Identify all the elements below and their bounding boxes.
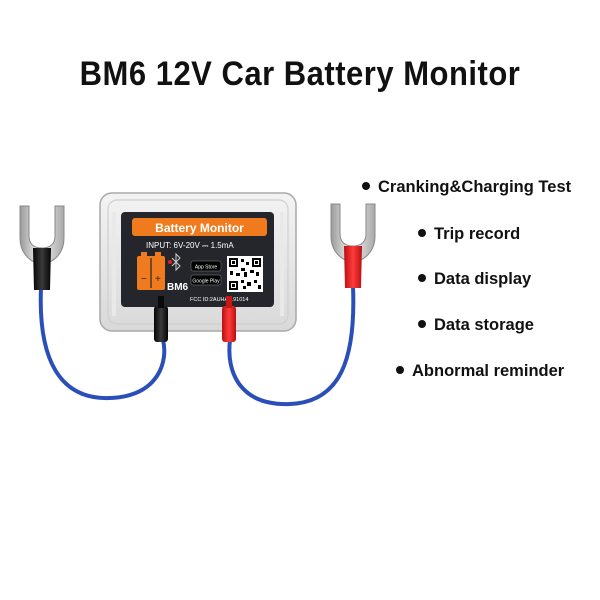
page-title: BM6 12V Car Battery Monitor [79, 53, 521, 94]
label-title: Battery Monitor [155, 221, 244, 235]
positive-wire [227, 284, 356, 407]
svg-text:App Store: App Store [195, 265, 217, 271]
google-play-badge: Google Play [190, 274, 222, 286]
positive-lead [222, 296, 236, 342]
negative-lead [154, 296, 168, 342]
positive-fork-terminal [330, 203, 376, 288]
battery-icon: − + [137, 252, 165, 290]
bluetooth-icon [171, 252, 181, 272]
svg-text:Google Play: Google Play [192, 279, 220, 285]
negative-wire [38, 286, 167, 401]
input-spec: INPUT: 6V-20V ⎓ 1.5mA [146, 241, 234, 250]
minus-sign: − [141, 274, 147, 285]
qr-code [227, 256, 263, 292]
fcc-text: FCC ID:2AUHA-191014 [190, 297, 248, 303]
device-label: Battery Monitor INPUT: 6V-20V ⎓ 1.5mA − … [121, 212, 274, 307]
model-text: BM6 [167, 282, 189, 293]
plus-sign: + [155, 274, 161, 285]
negative-fork-terminal [19, 205, 65, 290]
app-store-badge: App Store [190, 260, 222, 272]
